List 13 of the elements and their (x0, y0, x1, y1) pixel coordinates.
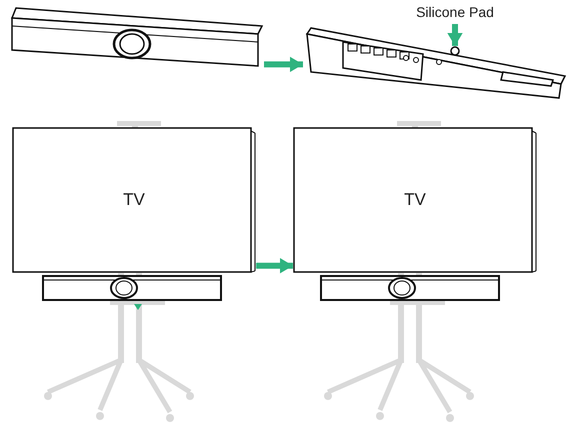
video-bar-drawing (303, 26, 567, 100)
tv-label: TV (123, 190, 145, 209)
arrow (447, 24, 463, 46)
arrow (256, 258, 293, 274)
video-bar-drawing (10, 6, 264, 70)
video-bar-drawing (42, 275, 222, 301)
part-label: Silicone Pad (395, 4, 515, 24)
arrow (264, 56, 303, 72)
tv-screen (293, 127, 537, 273)
silicone-pad (450, 46, 460, 56)
tv-label: TV (404, 190, 426, 209)
video-bar-drawing (320, 275, 500, 301)
tv-screen (12, 127, 256, 273)
